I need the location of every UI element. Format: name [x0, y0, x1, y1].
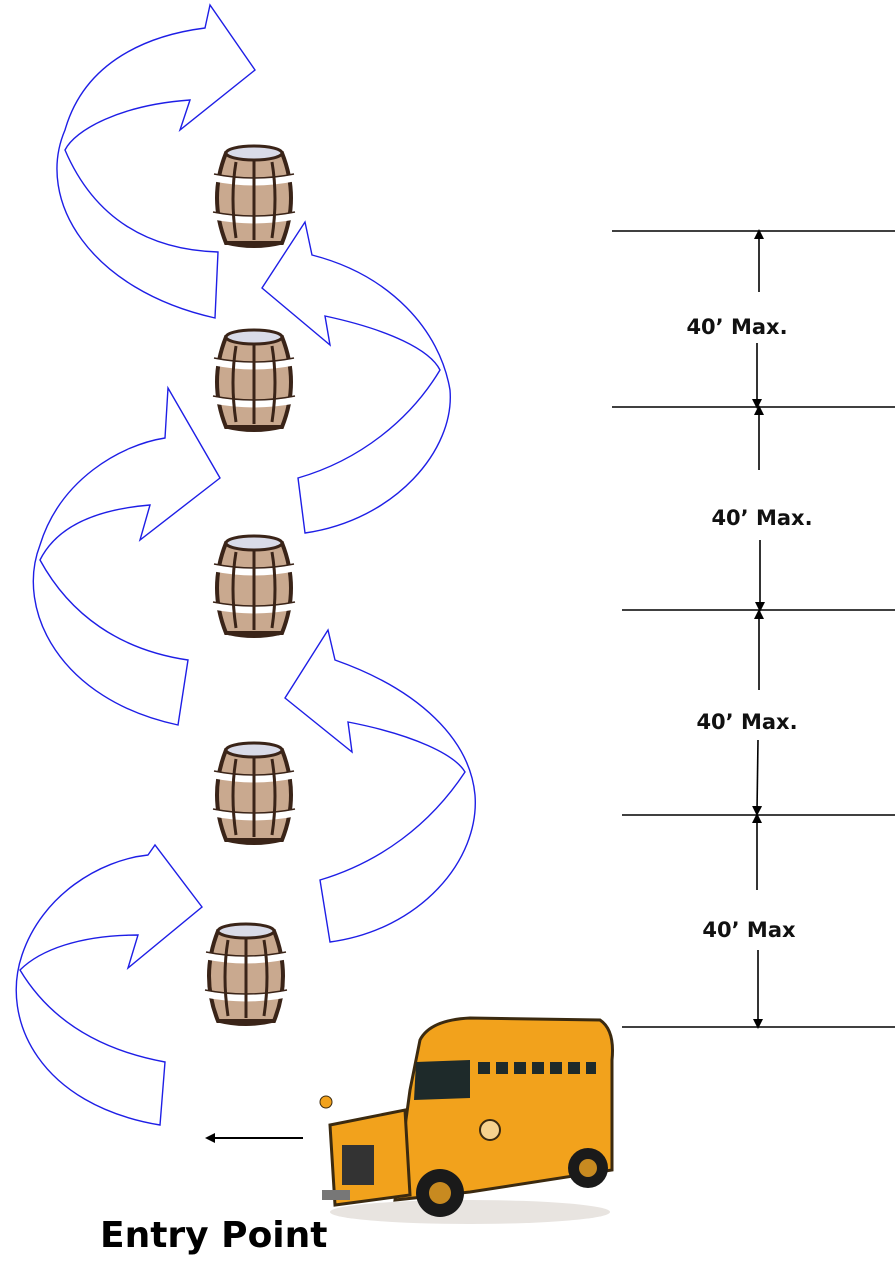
- entry-point-label: Entry Point: [100, 1215, 327, 1256]
- dimension-label-3: 40’ Max.: [696, 710, 797, 734]
- barrel-3-icon: [213, 536, 295, 637]
- barrel-4-icon: [213, 743, 295, 844]
- barrels: [205, 146, 295, 1025]
- arrow-4-icon: [284, 628, 476, 943]
- dimension-label-1: 40’ Max.: [686, 315, 787, 339]
- arrow-5-icon: [15, 843, 203, 1126]
- barrel-1-icon: [213, 146, 295, 247]
- dimension-label-2: 40’ Max.: [711, 506, 812, 530]
- dimension-scale: [612, 229, 895, 1029]
- arrow-3-icon: [32, 385, 221, 726]
- barrel-2-icon: [213, 330, 295, 431]
- arrow-2-icon: [261, 220, 451, 534]
- serpentine-arrows: [15, 3, 476, 1126]
- school-bus-icon: [319, 1016, 614, 1224]
- dimension-label-4: 40’ Max: [702, 918, 796, 942]
- barrel-5-icon: [205, 924, 287, 1025]
- arrow-1-icon: [56, 3, 256, 319]
